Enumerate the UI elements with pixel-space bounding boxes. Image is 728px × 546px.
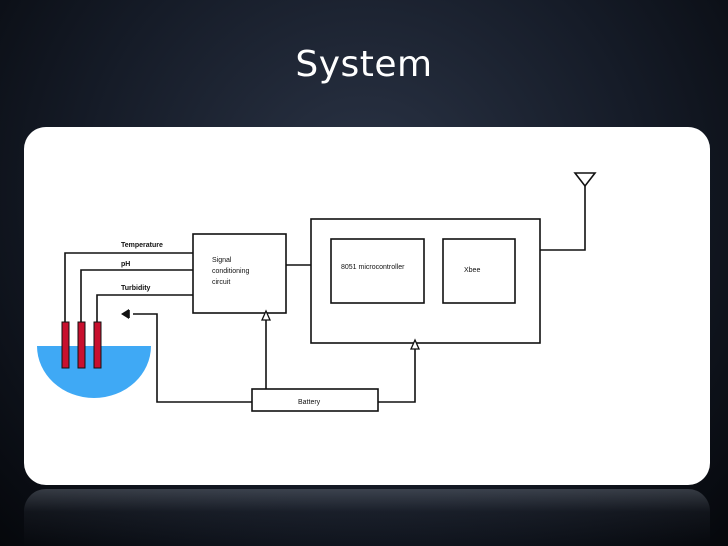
battery-to-led-wire: [133, 313, 252, 403]
label-temperature: Temperature: [121, 242, 163, 249]
antenna-wire: [540, 185, 586, 251]
signal-label-line1: Signal: [212, 257, 232, 264]
battery-to-controller-wire: [378, 346, 416, 403]
signal-conditioning-block: [192, 233, 287, 314]
xbee-label: Xbee: [464, 267, 480, 274]
slide-title: System: [295, 44, 433, 85]
turbidity-probe: [93, 321, 102, 369]
temperature-probe: [61, 321, 70, 369]
battery-block: [251, 388, 379, 412]
turbidity-wire: [96, 294, 193, 322]
arrow-up-controller: [409, 338, 421, 350]
ph-wire: [80, 269, 193, 322]
xbee-block: [442, 238, 516, 304]
panel-reflection: [24, 489, 710, 546]
microcontroller-block: [330, 238, 425, 304]
label-ph: pH: [121, 261, 130, 268]
signal-label-line2: conditioning: [212, 268, 249, 275]
battery-label: Battery: [298, 399, 321, 406]
signal-label-line3: circuit: [212, 279, 230, 286]
label-turbidity: Turbidity: [121, 285, 151, 292]
ph-probe: [77, 321, 86, 369]
microcontroller-label: 8051 microcontroller: [341, 264, 405, 271]
arrow-up-signal: [260, 309, 272, 321]
antenna-icon: [573, 172, 597, 188]
led-icon: [121, 309, 129, 319]
temperature-wire: [64, 252, 193, 322]
